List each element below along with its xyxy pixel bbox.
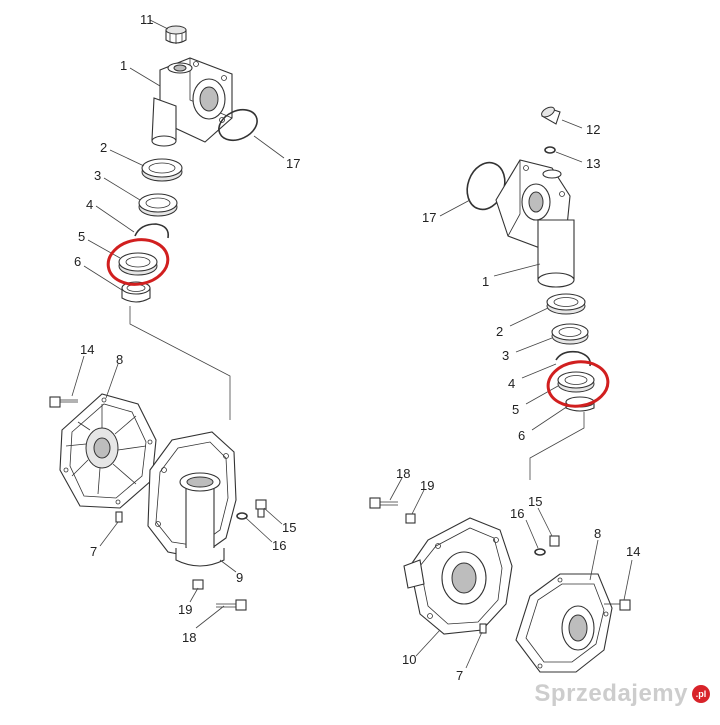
left-label-2: 2 (100, 140, 107, 155)
right-part-8-cover (515, 573, 613, 673)
left-part-4-snap-ring (134, 223, 170, 239)
left-part-18-bolt (216, 599, 247, 611)
left-highlight-circle (106, 238, 170, 286)
right-part-2-seal (546, 293, 586, 315)
left-label-3: 3 (94, 168, 101, 183)
right-part-13-o-ring (544, 146, 556, 154)
left-part-14-bolt (49, 396, 78, 408)
left-label-17: 17 (286, 156, 300, 171)
right-label-5: 5 (512, 402, 519, 417)
right-label-8: 8 (594, 526, 601, 541)
left-label-5: 5 (78, 229, 85, 244)
right-label-1: 1 (482, 274, 489, 289)
right-part-15-bolt (549, 535, 560, 547)
right-label-13: 13 (586, 156, 600, 171)
right-label-14: 14 (626, 544, 640, 559)
right-label-6: 6 (518, 428, 525, 443)
right-label-10: 10 (402, 652, 416, 667)
right-assembly: 12 13 17 1 2 3 4 5 6 18 19 16 15 8 14 10… (369, 106, 640, 683)
left-part-3-seal (138, 193, 178, 217)
right-part-10-housing (403, 517, 513, 635)
left-part-7-pin (115, 511, 123, 523)
left-label-15: 15 (282, 520, 296, 535)
watermark-text: Sprzedajemy (534, 680, 688, 707)
left-label-7: 7 (90, 544, 97, 559)
right-part-5-seal (557, 371, 595, 393)
right-label-17: 17 (422, 210, 436, 225)
left-part-2-seal (141, 158, 183, 182)
right-label-12: 12 (586, 122, 600, 137)
left-label-6: 6 (74, 254, 81, 269)
right-part-19-nut (405, 513, 416, 524)
right-part-16-washer (534, 548, 546, 556)
left-part-19-nut (192, 579, 204, 590)
right-part-7-pin (479, 623, 487, 634)
left-part-11-plug (165, 25, 187, 44)
right-label-7: 7 (456, 668, 463, 683)
left-label-16: 16 (272, 538, 286, 553)
right-part-4-snap-ring (555, 350, 592, 367)
left-assembly: 11 1 17 2 3 4 5 6 14 8 7 9 15 16 19 18 (49, 12, 300, 645)
right-part-12-plug (541, 106, 561, 125)
left-label-1: 1 (120, 58, 127, 73)
right-label-18: 18 (396, 466, 410, 481)
right-label-3: 3 (502, 348, 509, 363)
left-part-1-elbow (151, 57, 233, 147)
left-part-8-cover (59, 393, 157, 509)
right-part-1-elbow (495, 159, 575, 288)
left-label-14: 14 (80, 342, 94, 357)
right-label-16: 16 (510, 506, 524, 521)
right-part-3-seal (551, 323, 589, 345)
right-label-15: 15 (528, 494, 542, 509)
left-part-16-washer (236, 512, 248, 520)
left-label-4: 4 (86, 197, 93, 212)
right-part-14-bolt (604, 599, 631, 611)
left-label-11: 11 (140, 12, 154, 27)
left-part-17-o-ring (218, 108, 258, 142)
left-label-19: 19 (178, 602, 192, 617)
left-part-15-bolt (255, 499, 267, 518)
left-label-9: 9 (236, 570, 243, 585)
watermark: Sprzedajemy .pl (534, 680, 710, 708)
right-label-4: 4 (508, 376, 515, 391)
left-label-18: 18 (182, 630, 196, 645)
left-part-5-seal (118, 252, 158, 276)
right-highlight-circle (546, 360, 610, 408)
right-label-2: 2 (496, 324, 503, 339)
right-label-19: 19 (420, 478, 434, 493)
left-label-8: 8 (116, 352, 123, 367)
watermark-badge: .pl (692, 685, 710, 703)
right-part-18-bolt (369, 497, 398, 509)
left-part-9-housing (147, 431, 237, 567)
